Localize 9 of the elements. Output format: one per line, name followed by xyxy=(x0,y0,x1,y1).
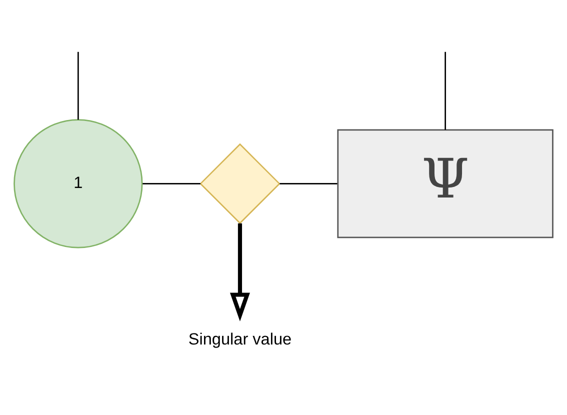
connector xyxy=(280,183,338,184)
connector xyxy=(142,183,200,184)
connector xyxy=(77,52,79,120)
node-circle: 1 xyxy=(14,119,143,248)
node-text: Singular value xyxy=(188,330,292,348)
node-box: Ψ xyxy=(337,129,554,238)
connector xyxy=(444,52,446,130)
node-diamond xyxy=(200,143,280,224)
arrow xyxy=(230,223,250,322)
